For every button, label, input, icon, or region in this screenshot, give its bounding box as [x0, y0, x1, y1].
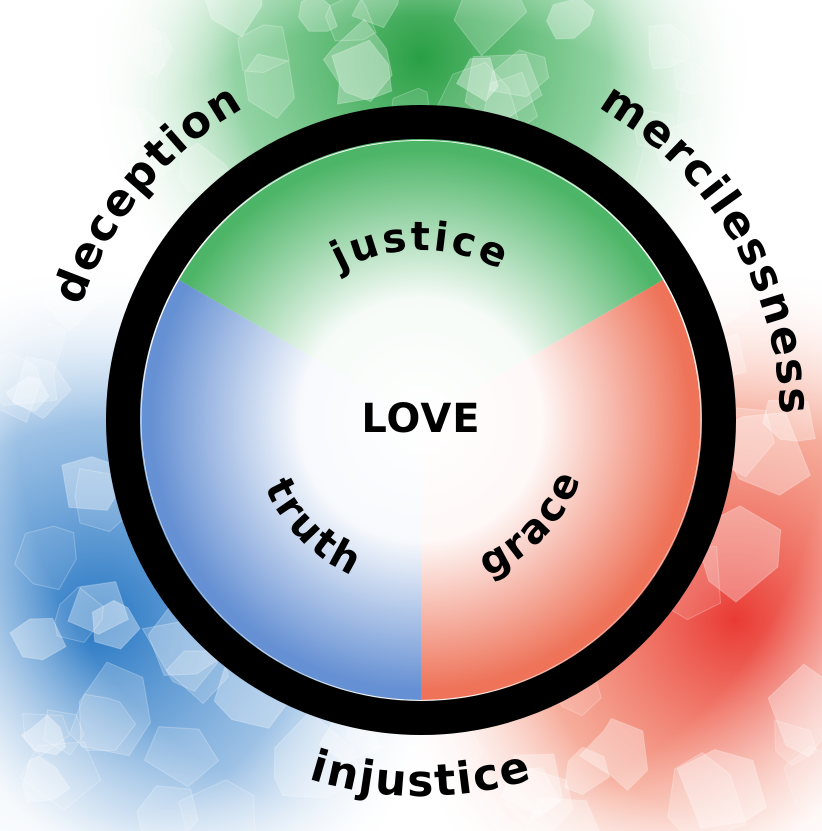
center-word: LOVE	[361, 396, 480, 442]
